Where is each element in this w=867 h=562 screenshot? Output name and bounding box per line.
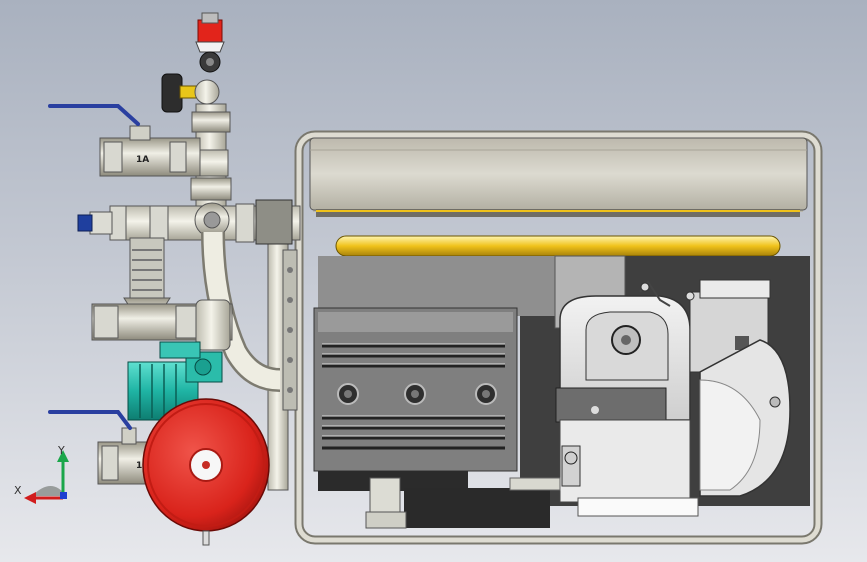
fuel-tank	[309, 137, 808, 217]
pressure-gauge	[161, 73, 220, 113]
support-post	[267, 201, 298, 491]
mounting-feet	[365, 477, 561, 529]
lower-valve-label: 1	[136, 461, 142, 471]
lower-branch-valve	[97, 427, 149, 485]
x-axis-label: X	[14, 484, 22, 497]
coordinate-triad-icon	[24, 450, 69, 504]
expansion-tank	[142, 398, 270, 546]
y-axis-label: Y	[57, 444, 65, 457]
middle-branch	[77, 199, 301, 245]
flex-hose	[201, 231, 281, 392]
fuel-band	[335, 235, 781, 257]
alternator-cover	[313, 307, 518, 491]
lower-branch	[91, 299, 233, 351]
upper-branch	[99, 125, 201, 177]
safety-valve	[195, 12, 225, 73]
upper-valve-label: 1A	[136, 155, 149, 165]
engine-head	[555, 279, 791, 517]
lower-valve-handle[interactable]	[48, 410, 132, 430]
upper-valve-handle[interactable]	[48, 104, 140, 126]
